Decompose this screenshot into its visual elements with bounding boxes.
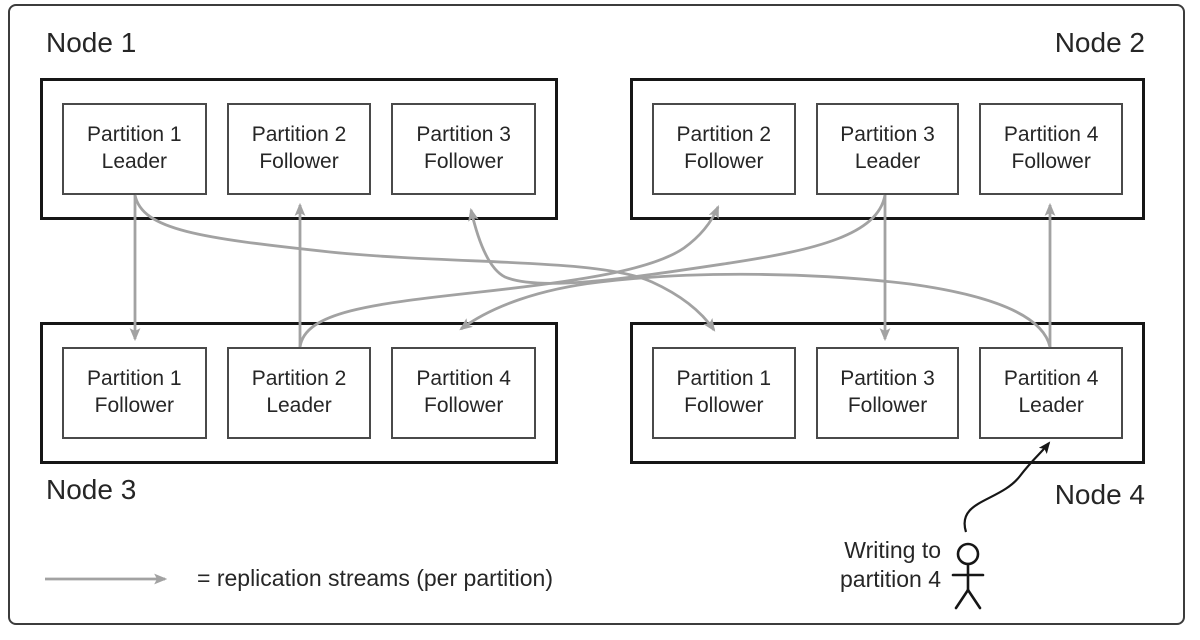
partition-box-n1-p3: Partition 3 Follower [391, 103, 537, 195]
partition-box-n3-p4: Partition 4 Follower [391, 347, 537, 439]
partition-role: Leader [854, 150, 921, 173]
node-3-label: Node 3 [46, 474, 137, 505]
person-icon [951, 542, 985, 610]
partition-box-n2-p3: Partition 3 Leader [815, 103, 960, 195]
writer-annotation-line2: partition 4 [839, 565, 941, 592]
legend-text: = replication streams (per partition) [197, 565, 554, 591]
partition-name: Partition 4 [1003, 123, 1099, 147]
node-4-box: Partition 1 Follower Partition 3 Followe… [630, 322, 1145, 464]
legend: = replication streams (per partition) [45, 565, 553, 592]
node-1-label: Node 1 [46, 27, 137, 58]
partition-box-n1-p1: Partition 1 Leader [62, 103, 207, 195]
partition-role: Follower [424, 150, 504, 173]
partition-role: Follower [424, 394, 504, 417]
partition-role: Follower [847, 394, 928, 417]
partition-name: Partition 3 [416, 123, 511, 147]
partition-role: Follower [684, 394, 764, 417]
node-2-label: Node 2 [1054, 27, 1145, 58]
partition-name: Partition 2 [676, 123, 772, 147]
outer-frame [8, 4, 1185, 625]
partition-name: Partition 4 [1003, 367, 1099, 391]
partition-box-n4-p4: Partition 4 Leader [979, 347, 1124, 439]
partition-box-n2-p2: Partition 2 Follower [652, 103, 796, 195]
node-4-label: Node 4 [1054, 479, 1145, 510]
partition-box-n4-p3: Partition 3 Follower [815, 347, 960, 439]
node-2-box: Partition 2 Follower Partition 3 Leader … [630, 78, 1145, 220]
partition-role: Leader [101, 150, 168, 173]
partition-name: Partition 3 [840, 123, 935, 147]
writer-annotation: Writing to partition 4 [840, 536, 941, 594]
replication-stream-arrow-icon [45, 573, 168, 584]
partition-role: Follower [1011, 150, 1091, 173]
partition-role: Follower [94, 394, 175, 417]
partition-name: Partition 1 [87, 367, 182, 391]
partition-box-n2-p4: Partition 4 Follower [979, 103, 1124, 195]
writer-annotation-line1: Writing to [844, 537, 941, 563]
node-3-box: Partition 1 Follower Partition 2 Leader … [40, 322, 558, 464]
partition-role: Leader [266, 394, 332, 417]
partition-name: Partition 4 [416, 367, 511, 391]
partition-role: Follower [684, 150, 764, 173]
partition-role: Leader [1018, 394, 1084, 417]
partition-box-n1-p2: Partition 2 Follower [226, 103, 372, 195]
partition-name: Partition 1 [676, 367, 772, 391]
partition-box-n4-p1: Partition 1 Follower [652, 347, 796, 439]
partition-role: Follower [259, 150, 339, 173]
partition-name: Partition 1 [87, 123, 182, 147]
partition-name: Partition 2 [251, 367, 347, 391]
partition-box-n3-p1: Partition 1 Follower [62, 347, 207, 439]
node-1-box: Partition 1 Leader Partition 2 Follower … [40, 78, 558, 220]
partition-name: Partition 2 [251, 123, 347, 147]
partition-box-n3-p2: Partition 2 Leader [226, 347, 372, 439]
partition-name: Partition 3 [840, 367, 935, 391]
